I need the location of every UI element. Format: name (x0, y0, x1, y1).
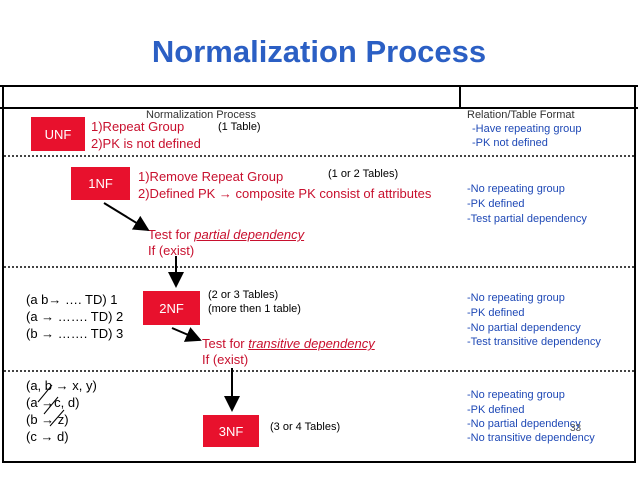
nf3-dep-4: (c → d) (26, 429, 69, 444)
nf2-format-3: -No partial dependency (467, 322, 581, 334)
nf2-dep-1: (a b→ …. TD) 1 (26, 292, 118, 307)
nf2-box: 2NF (143, 291, 200, 325)
nf3-tables: (3 or 4 Tables) (270, 421, 341, 433)
unf-line-1: 1)Repeat Group (91, 119, 185, 134)
nf1-format-2: -PK defined (467, 198, 525, 210)
arrow-1nf-to-test (103, 202, 150, 232)
header-left-label: Normalization Process (146, 109, 257, 121)
nf1-test: Test for partial dependency (148, 227, 304, 242)
row-divider-3 (4, 370, 634, 372)
nf1-format-1: -No repeating group (467, 183, 565, 195)
nf3-format-1: -No repeating group (467, 389, 565, 401)
nf2-test: Test for transitive dependency (202, 336, 375, 351)
nf1-format-3: -Test partial dependency (467, 213, 587, 225)
nf2-format-4: -Test transitive dependency (467, 336, 601, 348)
nf2-format-1: -No repeating group (467, 292, 565, 304)
unf-format-2: -PK not defined (472, 137, 548, 149)
nf3-format-4: -No transitive dependency (467, 432, 595, 444)
nf2-tables-1: (2 or 3 Tables) (208, 289, 279, 301)
nf3-box: 3NF (203, 415, 259, 447)
top-border (0, 85, 638, 87)
nf1-test-term: partial dependency (194, 227, 305, 242)
nf3-dep-1: (a, b → x, y) (26, 378, 97, 393)
bottom-border (2, 461, 636, 463)
nf1-line-2: 2)Defined PK → composite PK consist of a… (138, 186, 432, 201)
nf2-tables-2: (more then 1 table) (208, 303, 301, 315)
unf-box: UNF (31, 117, 85, 151)
nf3-format-2: -PK defined (467, 404, 525, 416)
slide-number: 33 (570, 423, 582, 434)
unf-format-1: -Have repeating group (472, 123, 582, 135)
nf2-test-term: transitive dependency (248, 336, 375, 351)
left-border (2, 85, 4, 463)
header-right-label: Relation/Table Format (467, 109, 575, 121)
nf2-dep-2: (a → ……. TD) 2 (26, 309, 124, 324)
nf3-format-3: -No partial dependency (467, 418, 581, 430)
nf2-dep-3: (b → ……. TD) 3 (26, 326, 124, 341)
column-divider (459, 87, 461, 107)
arrow-2nf-to-test (171, 327, 202, 342)
nf1-box: 1NF (71, 167, 130, 200)
nf1-test-label: Test for (148, 227, 191, 242)
nf2-format-2: -PK defined (467, 307, 525, 319)
nf1-line-1: 1)Remove Repeat Group (138, 169, 284, 184)
nf2-test-label: Test for (202, 336, 245, 351)
right-border (634, 85, 636, 463)
nf1-tables: (1 or 2 Tables) (328, 168, 399, 180)
nf2-if-exist: If (exist) (202, 352, 249, 367)
row-divider-2 (4, 266, 634, 268)
unf-tables: (1 Table) (218, 121, 261, 133)
page-title: Normalization Process (151, 34, 487, 69)
row-divider-1 (4, 155, 634, 157)
nf3-dep-3: (b → z) (26, 412, 69, 427)
nf3-dep-2: (a →c, d) (26, 395, 80, 410)
nf1-if-exist: If (exist) (148, 243, 195, 258)
unf-line-2: 2)PK is not defined (91, 136, 201, 151)
header-underline (0, 107, 638, 109)
